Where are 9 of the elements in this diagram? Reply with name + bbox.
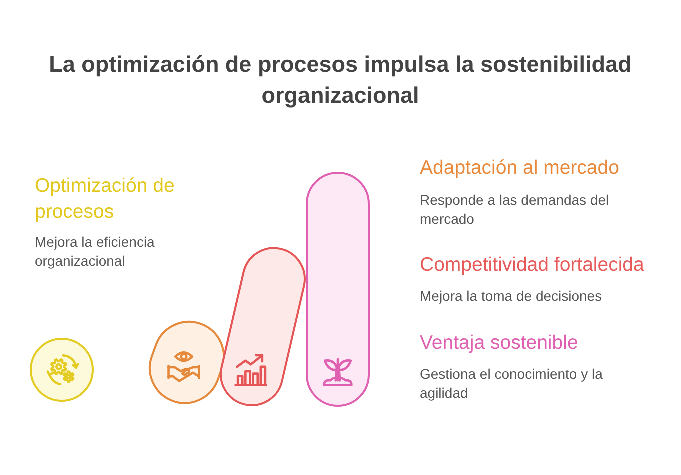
description: Mejora la eficiencia organizacional (35, 233, 156, 271)
heading: Competitividad fortalecida (420, 253, 645, 277)
heading: Adaptación al mercado (420, 156, 620, 180)
heading: Optimización de procesos (35, 174, 176, 225)
description: Responde a las demandas del mercado (420, 191, 610, 229)
description: Gestiona el conocimiento y la agilidad (420, 365, 604, 403)
description: Mejora la toma de decisiones (420, 287, 604, 306)
heading: Ventaja sostenible (420, 331, 580, 355)
title: La optimización de procesos impulsa la sostenibilidad organizacional (48, 51, 633, 110)
